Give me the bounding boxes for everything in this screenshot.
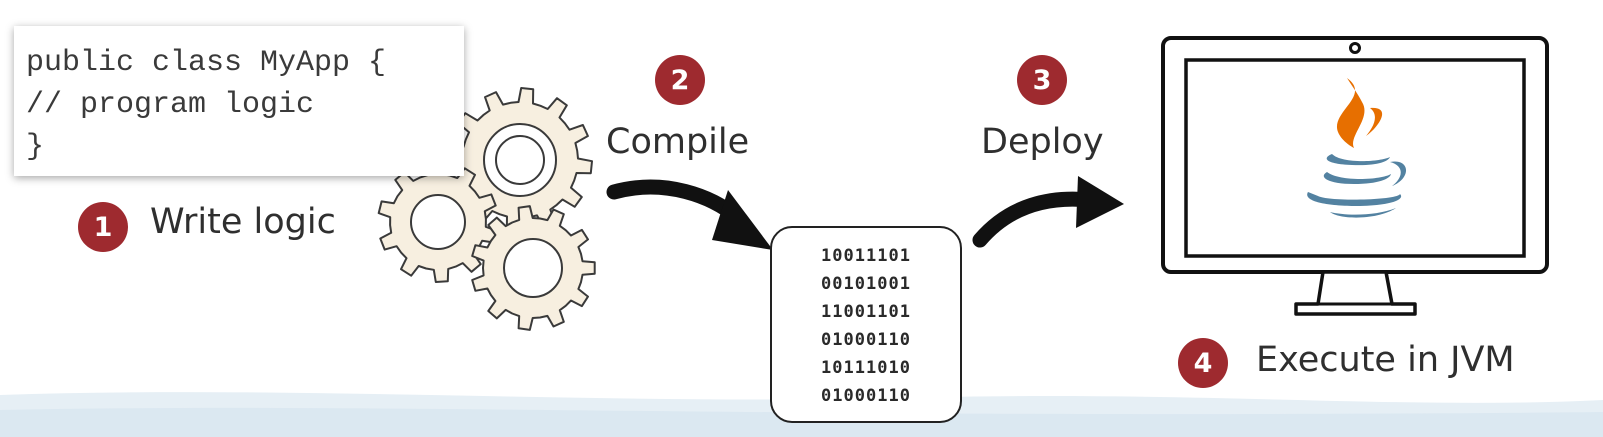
bytecode-line: 00101001 xyxy=(821,274,911,294)
bytecode-line: 01000110 xyxy=(821,330,911,350)
step-4-label: Execute in JVM xyxy=(1256,340,1515,380)
bytecode-line: 11001101 xyxy=(821,302,911,322)
code-line: // program logic xyxy=(26,88,315,122)
bottom-gear-icon xyxy=(471,205,596,331)
step-3-badge: 3 xyxy=(1017,55,1067,105)
code-line: } xyxy=(26,130,45,164)
deploy-arrow-icon xyxy=(972,191,1098,248)
left-gear-icon xyxy=(377,161,499,283)
step-1-label: Write logic xyxy=(150,202,336,242)
step-3-label: Deploy xyxy=(981,122,1104,162)
step-4-badge: 4 xyxy=(1178,338,1228,388)
code-line: public class MyApp { xyxy=(26,46,387,80)
compile-arrowhead-icon xyxy=(712,190,773,250)
bytecode-box: 10011101 00101001 11001101 01000110 1011… xyxy=(770,226,962,423)
step-1-badge: 1 xyxy=(78,202,128,252)
deploy-arrowhead-icon xyxy=(1076,176,1124,228)
bytecode-line: 10111010 xyxy=(821,358,911,378)
bytecode-line: 10011101 xyxy=(821,246,911,266)
step-2-label: Compile xyxy=(606,122,750,162)
step-2-badge: 2 xyxy=(655,55,705,105)
bytecode-line: 01000110 xyxy=(821,386,911,406)
java-coffee-cup-icon xyxy=(1307,78,1407,218)
code-card: public class MyApp { // program logic } xyxy=(14,26,464,176)
